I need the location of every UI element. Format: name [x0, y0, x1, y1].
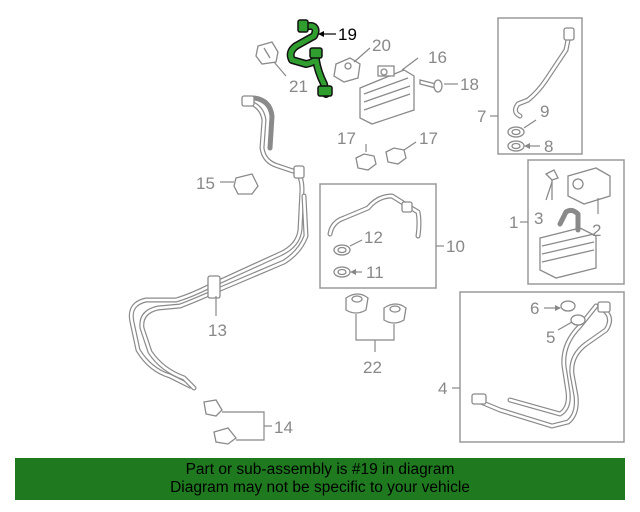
callout-2: 2 — [592, 221, 601, 240]
callout-16: 16 — [428, 48, 447, 67]
group-box-4 — [459, 291, 625, 443]
part-22-grommet-left — [345, 293, 369, 314]
part-11-o-ring — [333, 266, 351, 278]
callout-17-right: 17 — [419, 129, 438, 148]
part-12-o-ring — [333, 244, 351, 256]
callout-20: 20 — [372, 36, 391, 55]
callout-3: 3 — [534, 209, 543, 228]
callout-4: 4 — [438, 379, 447, 398]
part-13-long-pipe — [128, 95, 309, 391]
callout-15: 15 — [196, 174, 215, 193]
part-6-o-ring — [560, 300, 576, 312]
part-1-oil-cooler — [539, 207, 597, 279]
caption-banner: Part or sub-assembly is #19 in diagram D… — [15, 458, 625, 500]
part-8-o-ring — [507, 140, 525, 152]
part-19-hose-highlighted[interactable] — [286, 19, 333, 98]
part-7-pipe — [512, 27, 575, 119]
part-20-clip — [333, 57, 361, 83]
callout-7: 7 — [477, 107, 486, 126]
callout-5: 5 — [546, 328, 555, 347]
caption-line-1: Part or sub-assembly is #19 in diagram — [185, 461, 455, 478]
part-17-nut-left — [355, 153, 377, 171]
callout-1: 1 — [509, 213, 518, 232]
caption-line-2: Diagram may not be specific to your vehi… — [170, 479, 470, 496]
callout-21: 21 — [289, 77, 308, 96]
callout-6: 6 — [530, 299, 539, 318]
part-22-grommet-right — [383, 303, 407, 324]
part-17-nut-right — [385, 147, 407, 165]
part-4-pipe-assembly — [471, 301, 612, 429]
callout-14: 14 — [274, 418, 293, 437]
callout-18: 18 — [460, 75, 479, 94]
part-9-o-ring — [507, 126, 525, 138]
callout-12: 12 — [364, 228, 383, 247]
part-16-oil-cooler — [359, 65, 415, 125]
part-14-bracket-upper — [203, 399, 223, 417]
callout-9: 9 — [540, 102, 549, 121]
part-21-clip — [255, 41, 279, 65]
part-10-pipe — [327, 193, 422, 239]
part-15-clamp — [233, 173, 259, 195]
part-5-o-ring — [570, 314, 586, 326]
part-14-bracket-lower — [213, 427, 237, 445]
callout-22: 22 — [363, 358, 382, 377]
callout-10: 10 — [446, 237, 465, 256]
callout-13: 13 — [208, 321, 227, 340]
part-2-thermostat — [567, 167, 611, 205]
callout-17-left: 17 — [337, 129, 356, 148]
callout-8: 8 — [544, 137, 553, 156]
callout-19: 19 — [338, 25, 357, 44]
part-18-bolt — [419, 79, 443, 93]
callout-11: 11 — [366, 263, 384, 282]
